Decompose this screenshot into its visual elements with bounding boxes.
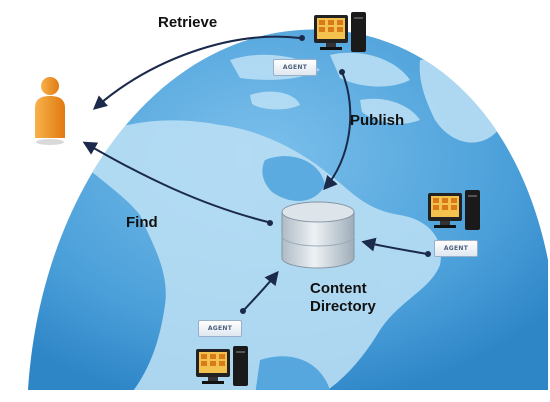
computer-icon-right — [428, 190, 480, 230]
agent-right-arrow — [361, 237, 428, 255]
find-label: Find — [126, 214, 158, 231]
user-icon — [35, 77, 65, 145]
content-directory-line1: Content — [310, 280, 367, 297]
content-directory-line2: Directory — [310, 298, 376, 315]
retrieve-label: Retrieve — [158, 14, 218, 31]
agent-tag-right: AGENT — [434, 240, 478, 257]
computer-icon-top — [314, 12, 366, 52]
find-source-dot — [267, 220, 273, 226]
retrieve-arrow — [92, 35, 301, 110]
publish-label: Publish — [350, 112, 405, 129]
agent-bottom-arrow — [243, 270, 279, 311]
agent-right-source-dot — [425, 251, 431, 257]
computer-icon-bottom — [196, 346, 248, 386]
publish-source-dot — [339, 69, 345, 75]
agent-tag-top: AGENT — [273, 59, 317, 76]
agent-tag-bottom: AGENT — [198, 320, 242, 337]
database-icon — [281, 201, 355, 269]
retrieve-source-dot — [299, 35, 305, 41]
agent-bottom-source-dot — [240, 308, 246, 314]
content-directory-label: Content Directory — [310, 280, 376, 316]
publish-arrow — [323, 71, 352, 191]
find-arrow — [82, 141, 269, 223]
